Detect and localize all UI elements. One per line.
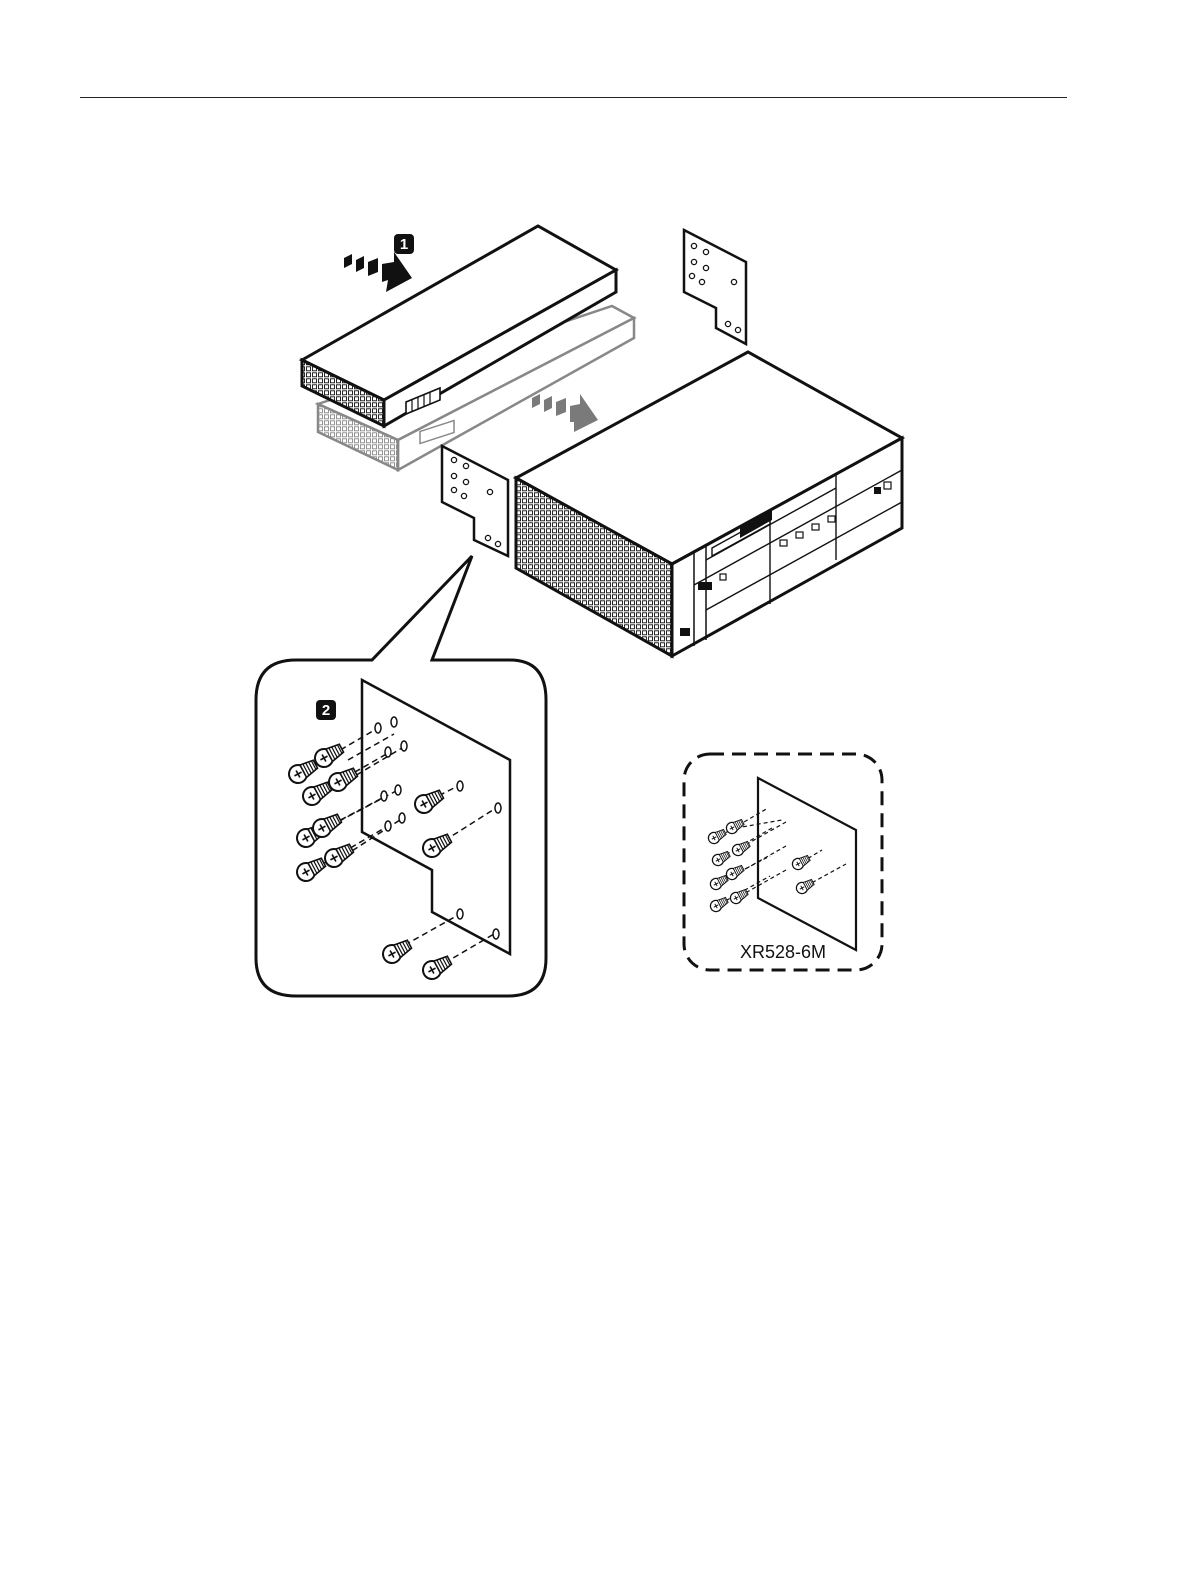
variant-model-label: XR528-6M [740, 942, 826, 962]
variant-box: XR528-6M [684, 754, 882, 970]
chassis [516, 352, 902, 656]
mounting-bracket-rear [684, 230, 746, 344]
mounting-bracket-front [442, 446, 508, 556]
step-1-label: 1 [400, 236, 408, 253]
step-2-label: 2 [322, 702, 330, 719]
step-2-marker: 2 [316, 700, 336, 720]
insert-arrow-dark [344, 252, 412, 292]
step-1-marker: 1 [394, 234, 414, 254]
insert-arrow-gray [532, 394, 598, 432]
